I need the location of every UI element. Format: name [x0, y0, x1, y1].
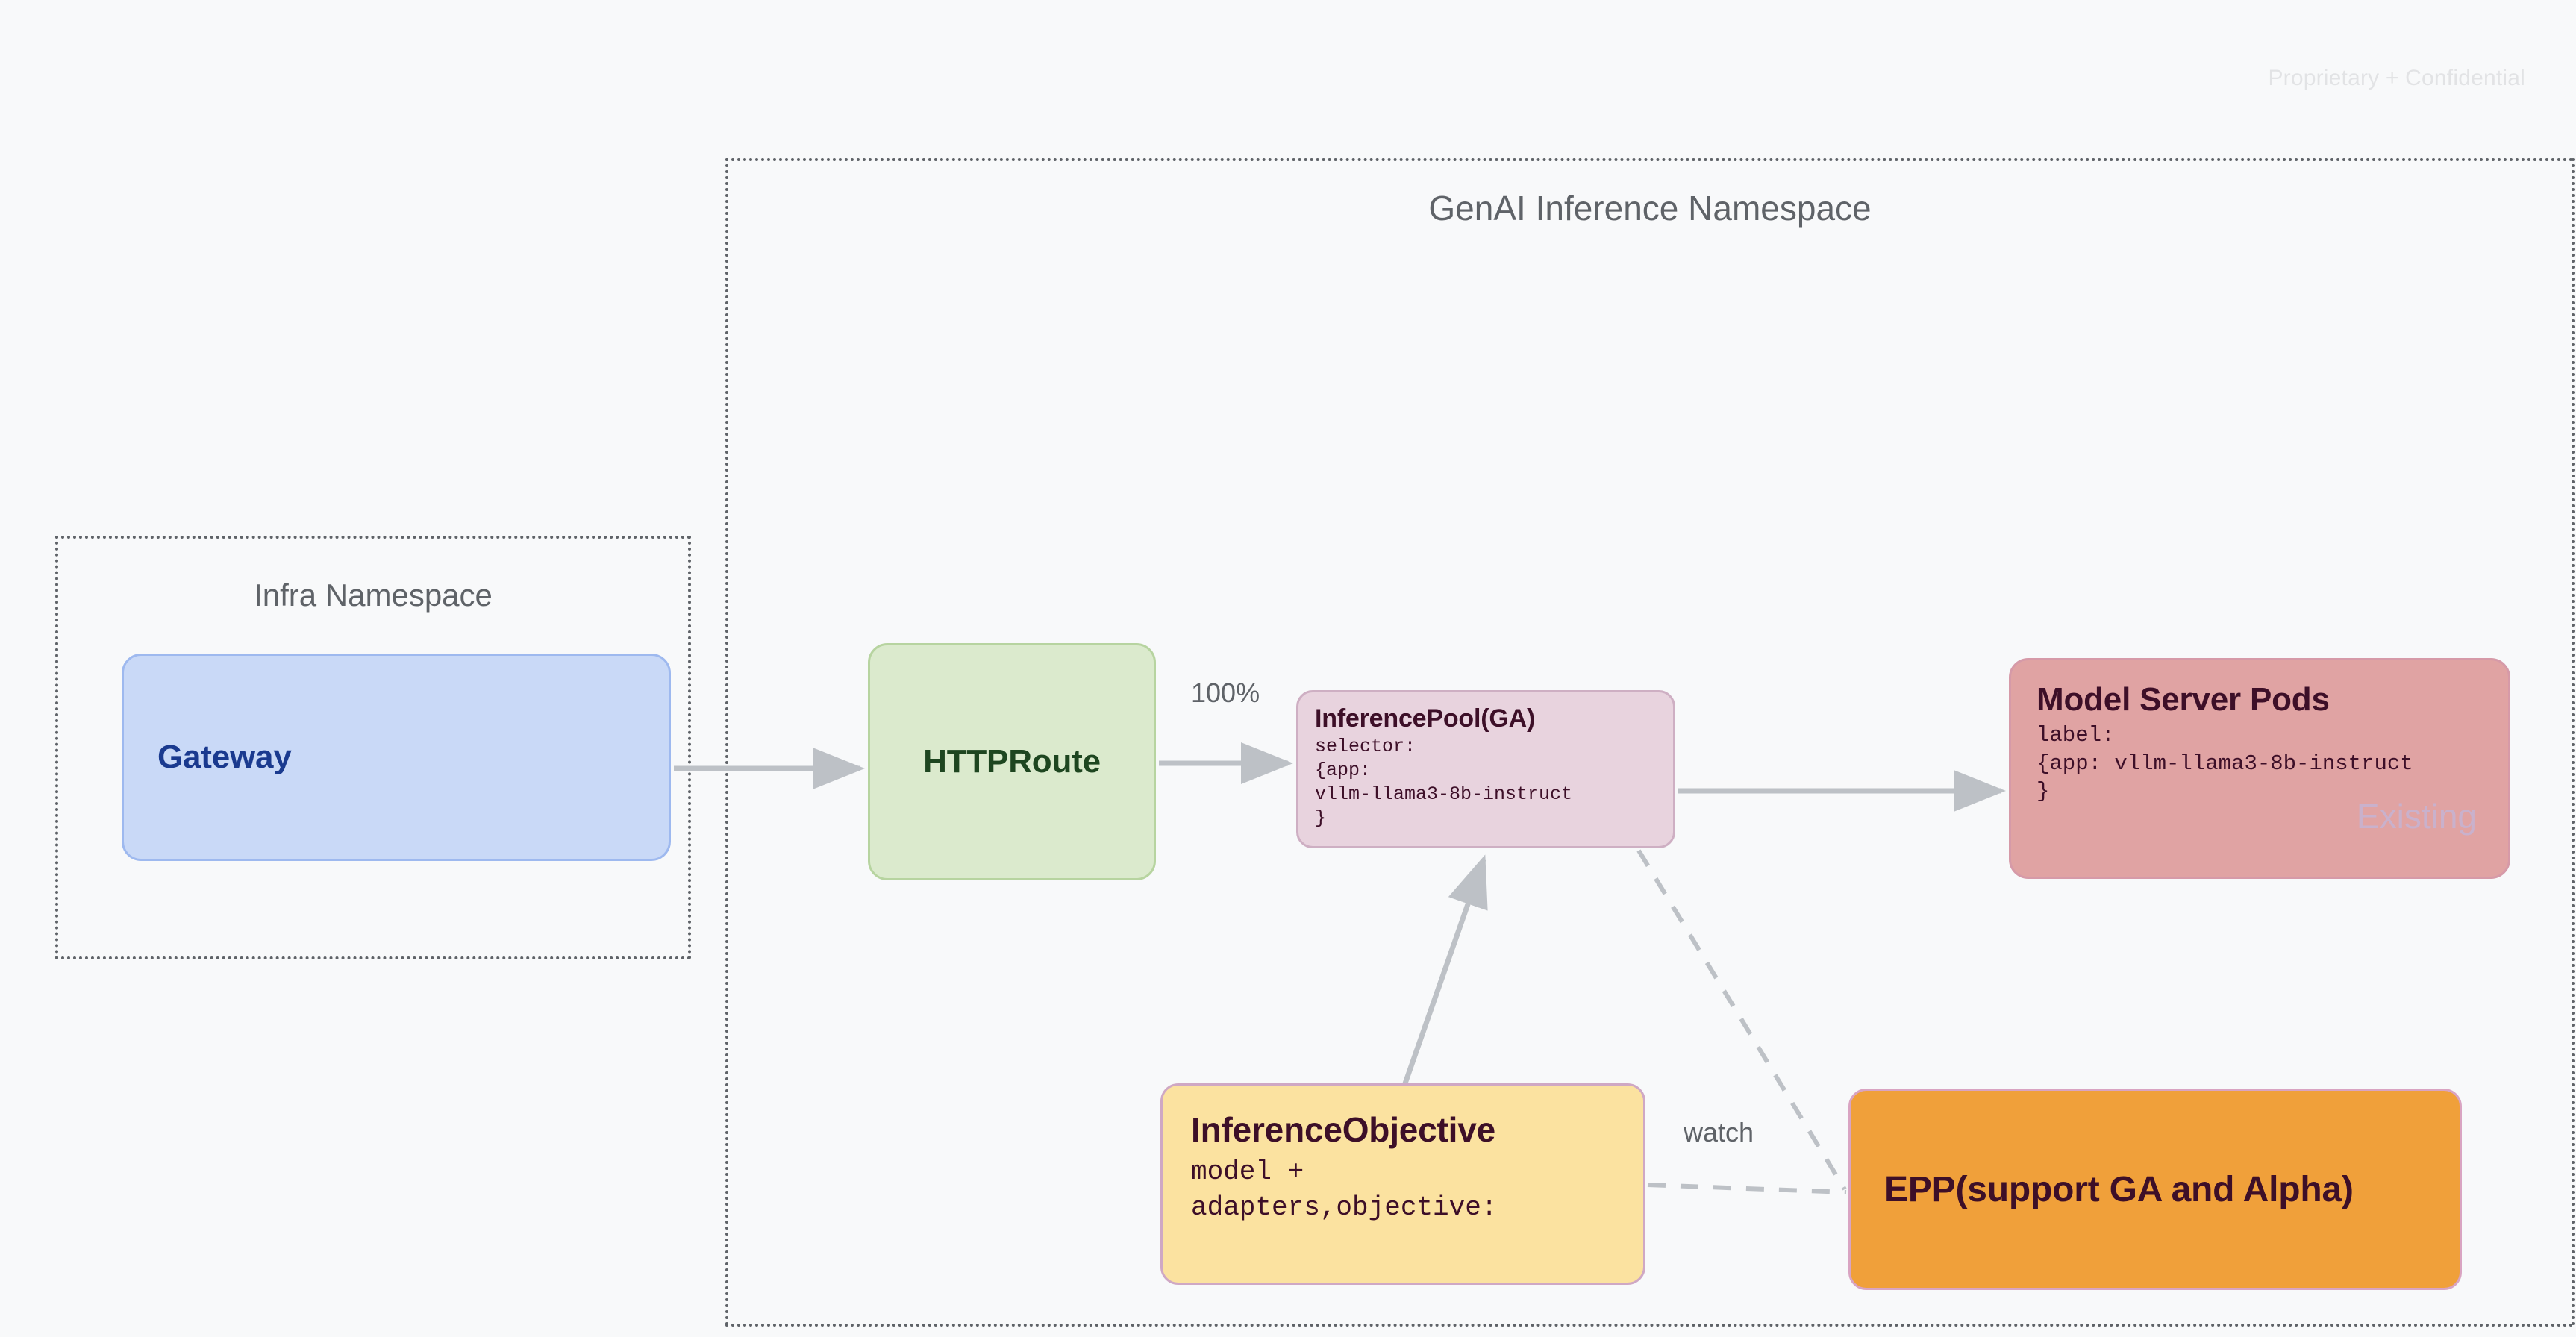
node-httproute-title: HTTPRoute	[923, 743, 1101, 780]
node-inferencepool-selector-line-3: vllm-llama3-8b-instruct	[1315, 783, 1573, 805]
infra-namespace-container: Infra Namespace	[55, 536, 691, 959]
node-inferencepool-title: InferencePool(GA)	[1315, 704, 1536, 733]
node-model-server-pods-title: Model Server Pods	[2036, 681, 2330, 718]
node-inference-objective-body-line-1: model +	[1191, 1156, 1304, 1187]
infra-namespace-title: Infra Namespace	[254, 577, 493, 613]
edge-label-watch: watch	[1684, 1117, 1754, 1147]
node-inferencepool-selector-line-2: {app:	[1315, 760, 1372, 781]
node-epp-title: EPP(support GA and Alpha)	[1884, 1169, 2354, 1209]
confidentiality-watermark: Proprietary + Confidential	[2268, 66, 2525, 90]
node-inferencepool-selector-line-4: }	[1315, 807, 1327, 829]
genai-inference-namespace-title: GenAI Inference Namespace	[1428, 189, 1872, 228]
node-model-server-pods-label-line-1: label:	[2036, 723, 2115, 748]
node-httproute[interactable]: HTTPRoute	[868, 643, 1156, 880]
node-gateway[interactable]: Gateway	[122, 654, 671, 861]
node-gateway-title: Gateway	[157, 739, 292, 775]
node-model-server-pods-existing-badge: Existing	[2356, 797, 2477, 836]
edge-label-traffic-percent: 100%	[1191, 677, 1260, 708]
node-epp[interactable]: EPP(support GA and Alpha)	[1848, 1089, 2462, 1290]
node-inferencepool[interactable]: InferencePool(GA) selector: {app: vllm-l…	[1296, 690, 1675, 848]
genai-inference-namespace-container: GenAI Inference Namespace	[725, 158, 2575, 1327]
node-model-server-pods-label-line-2: {app: vllm-llama3-8b-instruct	[2036, 751, 2413, 776]
node-model-server-pods-label-line-3: }	[2036, 779, 2050, 804]
node-inference-objective[interactable]: InferenceObjective model + adapters,obje…	[1160, 1083, 1645, 1285]
node-inference-objective-body-line-2: adapters,objective:	[1191, 1192, 1498, 1223]
node-model-server-pods[interactable]: Model Server Pods label: {app: vllm-llam…	[2009, 658, 2510, 879]
node-inferencepool-selector-line-1: selector:	[1315, 736, 1416, 757]
node-inference-objective-title: InferenceObjective	[1191, 1110, 1496, 1149]
